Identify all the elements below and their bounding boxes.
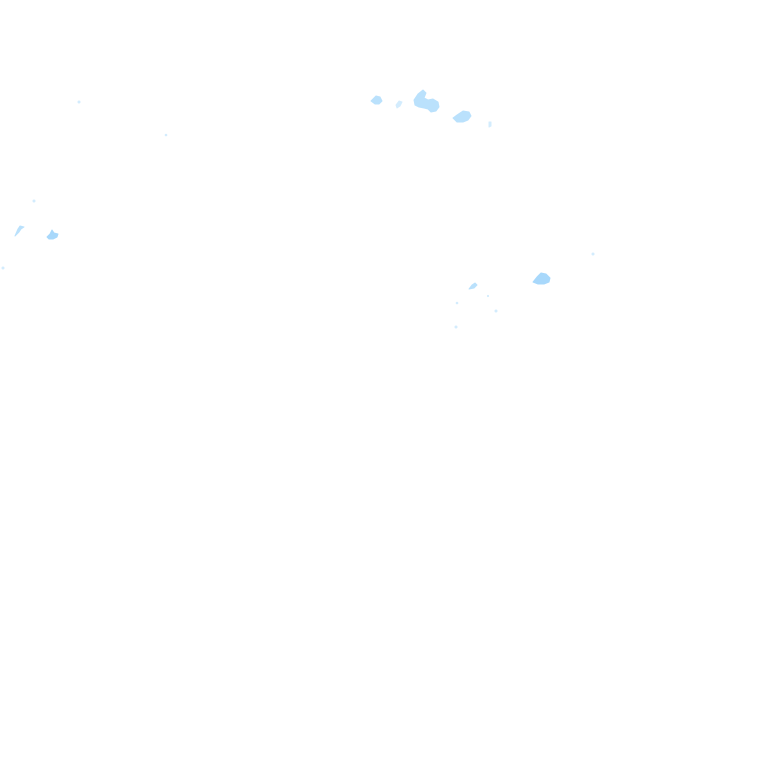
echo-patch [46, 229, 59, 240]
echo-speck [486, 294, 490, 298]
echo-speck [455, 301, 459, 305]
echo-patch [452, 110, 472, 123]
echo-speck [591, 252, 595, 256]
echo-speck [494, 309, 498, 313]
echo-cluster-north [77, 89, 492, 137]
echo-speck [77, 100, 81, 104]
echo-speck [1, 266, 5, 270]
echo-patch [488, 121, 492, 128]
echo-cluster-west [1, 199, 59, 270]
echo-cluster-east [454, 252, 595, 329]
echo-patch [370, 95, 383, 105]
echo-patch [413, 89, 440, 113]
echo-speck [164, 133, 168, 137]
echo-patch [14, 225, 25, 237]
echo-patch [532, 272, 551, 285]
echo-speck [32, 199, 36, 203]
echo-patch [468, 282, 478, 290]
echo-patch [395, 100, 403, 109]
echo-speck [454, 325, 458, 329]
